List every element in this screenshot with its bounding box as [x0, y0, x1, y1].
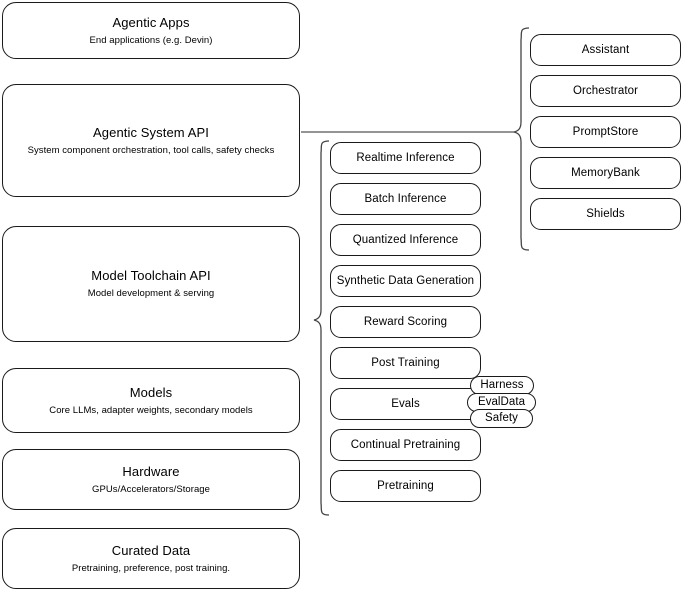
toolchain-item-synthetic-data-generation[interactable]: Synthetic Data Generation	[330, 265, 481, 297]
agentic-system-item-memorybank[interactable]: MemoryBank	[530, 157, 681, 189]
stack-layer-subtitle: Pretraining, preference, post training.	[71, 562, 231, 574]
toolchain-item-continual-pretraining[interactable]: Continual Pretraining	[330, 429, 481, 461]
agentic-system-item-orchestrator[interactable]: Orchestrator	[530, 75, 681, 107]
evals-subcomponent-label: Safety	[485, 412, 518, 424]
stack-layer-title: Curated Data	[111, 542, 191, 558]
stack-layer-title: Agentic Apps	[112, 14, 190, 30]
stack-layer-subtitle: Model development & serving	[87, 288, 215, 299]
toolchain-item-label: Quantized Inference	[352, 234, 459, 246]
toolchain-item-post-training[interactable]: Post Training	[330, 347, 481, 379]
toolchain-item-batch-inference[interactable]: Batch Inference	[330, 183, 481, 215]
stack-layer-agentic-apps[interactable]: Agentic Apps End applications (e.g. Devi…	[2, 2, 300, 59]
agentic-system-item-label: MemoryBank	[571, 167, 640, 179]
stack-layer-title: Agentic System API	[93, 124, 209, 140]
brace-agentic-system-components	[513, 27, 530, 251]
toolchain-item-realtime-inference[interactable]: Realtime Inference	[330, 142, 481, 174]
evals-subcomponent-label: Harness	[480, 379, 524, 391]
stack-layer-title: Model Toolchain API	[91, 268, 211, 283]
evals-subcomponent-safety[interactable]: Safety	[470, 409, 533, 428]
agentic-system-item-assistant[interactable]: Assistant	[530, 34, 681, 66]
stack-layer-agentic-system-api[interactable]: Agentic System API System component orch…	[2, 84, 300, 197]
toolchain-item-label: Continual Pretraining	[350, 439, 461, 451]
agentic-system-item-label: PromptStore	[572, 126, 639, 138]
toolchain-item-label: Evals	[391, 398, 420, 410]
stack-layer-models[interactable]: Models Core LLMs, adapter weights, secon…	[2, 368, 300, 433]
toolchain-item-label: Batch Inference	[364, 193, 447, 205]
toolchain-item-quantized-inference[interactable]: Quantized Inference	[330, 224, 481, 256]
toolchain-item-label: Pretraining	[377, 480, 434, 492]
brace-toolchain-components	[313, 140, 330, 516]
agentic-system-item-promptstore[interactable]: PromptStore	[530, 116, 681, 148]
stack-layer-curated-data[interactable]: Curated Data Pretraining, preference, po…	[2, 528, 300, 589]
agentic-system-item-shields[interactable]: Shields	[530, 198, 681, 230]
stack-layer-hardware[interactable]: Hardware GPUs/Accelerators/Storage	[2, 449, 300, 510]
agentic-system-item-label: Orchestrator	[572, 85, 639, 97]
stack-layer-title: Models	[129, 384, 173, 400]
stack-layer-model-toolchain-api[interactable]: Model Toolchain API Model development & …	[2, 226, 300, 342]
toolchain-item-reward-scoring[interactable]: Reward Scoring	[330, 306, 481, 338]
toolchain-item-label: Post Training	[371, 357, 440, 369]
stack-layer-title: Hardware	[122, 463, 180, 479]
toolchain-item-pretraining[interactable]: Pretraining	[330, 470, 481, 502]
stack-layer-subtitle: System component orchestration, tool cal…	[27, 144, 275, 156]
evals-subcomponent-label: EvalData	[477, 396, 526, 408]
stack-layer-subtitle: Core LLMs, adapter weights, secondary mo…	[49, 404, 253, 416]
toolchain-item-label: Realtime Inference	[356, 152, 455, 164]
toolchain-item-label: Synthetic Data Generation	[336, 275, 475, 287]
agentic-system-item-label: Shields	[586, 208, 625, 220]
stack-layer-subtitle: End applications (e.g. Devin)	[89, 34, 213, 46]
toolchain-item-evals[interactable]: Evals	[330, 388, 481, 420]
stack-layer-subtitle: GPUs/Accelerators/Storage	[92, 483, 210, 495]
toolchain-item-label: Reward Scoring	[363, 316, 448, 328]
agentic-system-item-label: Assistant	[581, 44, 630, 56]
